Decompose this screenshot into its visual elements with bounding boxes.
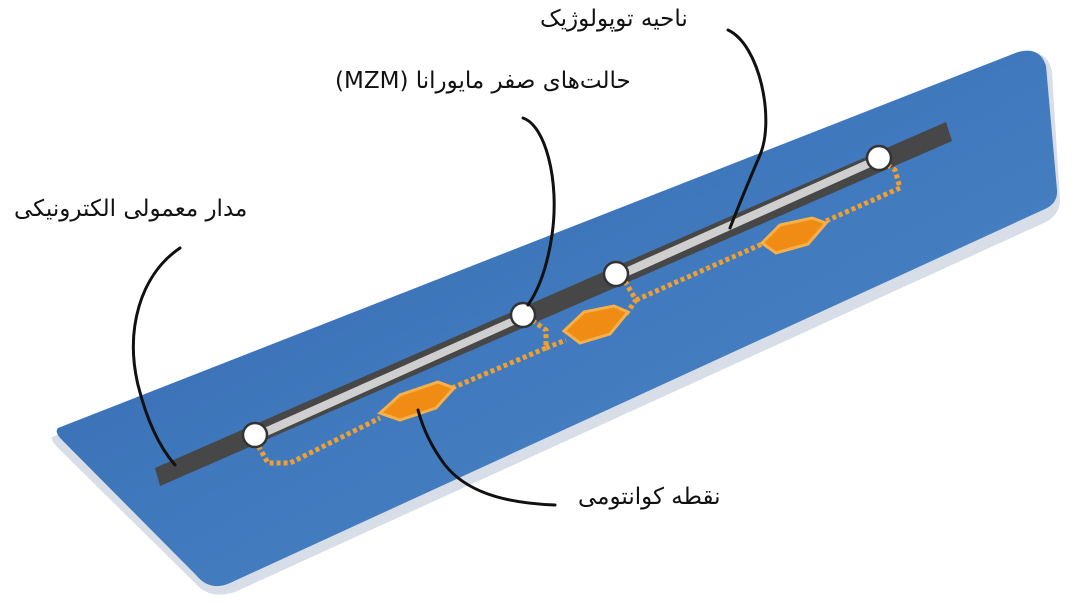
quantum-dot <box>759 216 829 255</box>
label-mzm: حالت‌های صفر مایورانا (MZM) <box>335 68 631 94</box>
topological-strip <box>255 313 525 440</box>
quantum-dot <box>561 304 631 345</box>
leader-line-topological <box>726 28 768 230</box>
mzm-marker <box>602 260 630 288</box>
quantum-dot <box>377 380 457 422</box>
label-topological-region: ناحیه توپولوژیک <box>540 6 688 32</box>
leader-line-mzm <box>521 116 556 307</box>
substrate-board <box>56 50 1058 587</box>
label-quantum-dot: نقطه کوانتومی <box>578 484 721 510</box>
mzm-marker <box>865 144 893 172</box>
leader-line-quantum-dot <box>416 408 557 507</box>
topological-strip <box>616 155 882 280</box>
leader-lines <box>131 28 768 507</box>
mzm-marker <box>241 421 269 449</box>
leader-line-circuit <box>131 246 182 467</box>
label-normal-circuit: مدار معمولی الکترونیکی <box>14 196 248 222</box>
mzm-marker <box>509 301 537 329</box>
